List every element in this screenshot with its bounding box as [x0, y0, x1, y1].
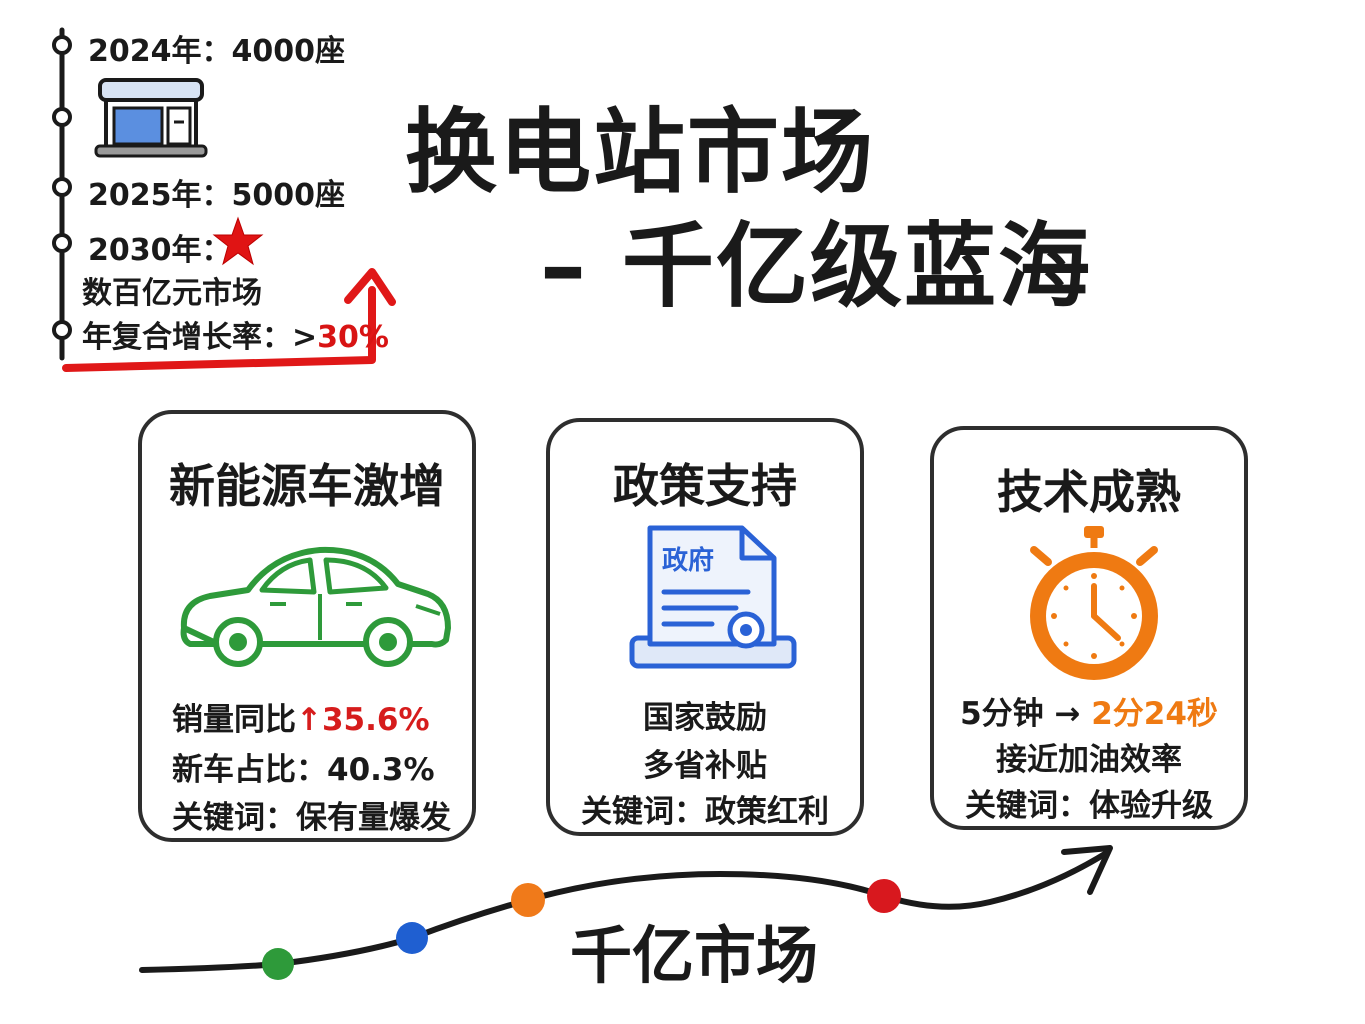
timeline-cagr-label: 年复合增长率：>: [82, 320, 318, 355]
timeline-2030: 2030年：: [88, 225, 232, 269]
curve-dot-green: [262, 948, 294, 980]
page-subtitle: – 千亿级蓝海: [540, 213, 1093, 320]
old-swap-time: 5分钟 →: [960, 696, 1092, 732]
timeline-2025: 2025年：5000座: [88, 178, 345, 213]
card-tech-keyword: 关键词：体验升级: [965, 788, 1213, 824]
card-ev-surge-share: 新车占比：40.3%: [172, 752, 435, 788]
sales-label: 销量同比: [172, 702, 296, 738]
market-growth-curve: [139, 845, 1113, 980]
card-tech-line2: 接近加油效率: [996, 742, 1182, 778]
stopwatch-icon: [1030, 526, 1158, 680]
timeline-2030-label: 2030年：: [88, 233, 232, 268]
station-icon: [94, 78, 208, 158]
card-ev-surge-sales: 销量同比↑35.6%: [172, 694, 472, 739]
card-ev-surge: 新能源车激增 销量同比↑35.6% 新车占比：40.3% 关键词：保有量爆发: [138, 410, 476, 842]
timeline-2024: 2024年：4000座: [88, 34, 345, 69]
curve-dot-blue: [396, 922, 428, 954]
star-icon: [212, 216, 264, 266]
card-tech-maturity-title: 技术成熟: [997, 465, 1181, 519]
curve-dot-orange: [511, 883, 545, 917]
new-swap-time: 2分24秒: [1091, 696, 1218, 732]
card-tech-time: 5分钟 → 2分24秒: [934, 688, 1244, 733]
card-policy-support-title: 政策支持: [613, 459, 797, 513]
card-policy-support: 政策支持 政府 国家鼓励 多省补贴 关键词：政策红利: [546, 418, 864, 836]
document-label: 政府: [662, 546, 715, 576]
car-icon: [180, 546, 451, 667]
timeline-graphic: [52, 27, 396, 372]
card-policy-line1: 国家鼓励: [643, 700, 767, 736]
timeline-cagr: 年复合增长率：>30%: [82, 312, 389, 356]
sales-growth-value: ↑35.6%: [296, 702, 430, 738]
curve-dot-red: [867, 879, 901, 913]
timeline-2030-detail: 数百亿元市场: [82, 276, 262, 311]
bottom-label: 千亿市场: [570, 919, 819, 992]
government-document-icon: [629, 525, 797, 669]
card-policy-keyword: 关键词：政策红利: [581, 794, 829, 830]
card-tech-maturity: 技术成熟 5分钟 → 2分24秒 接近加油效率 关键词：体验升级: [930, 426, 1248, 830]
growth-timeline: 2024年：4000座 2025年：5000座 2030年： 数百亿元市场 年复…: [0, 0, 400, 380]
card-ev-surge-title: 新能源车激增: [169, 459, 445, 513]
card-policy-line2: 多省补贴: [643, 748, 767, 784]
timeline-cagr-value: 30%: [317, 320, 389, 355]
page-title: 换电站市场: [405, 99, 876, 206]
card-ev-surge-keyword: 关键词：保有量爆发: [172, 800, 451, 836]
